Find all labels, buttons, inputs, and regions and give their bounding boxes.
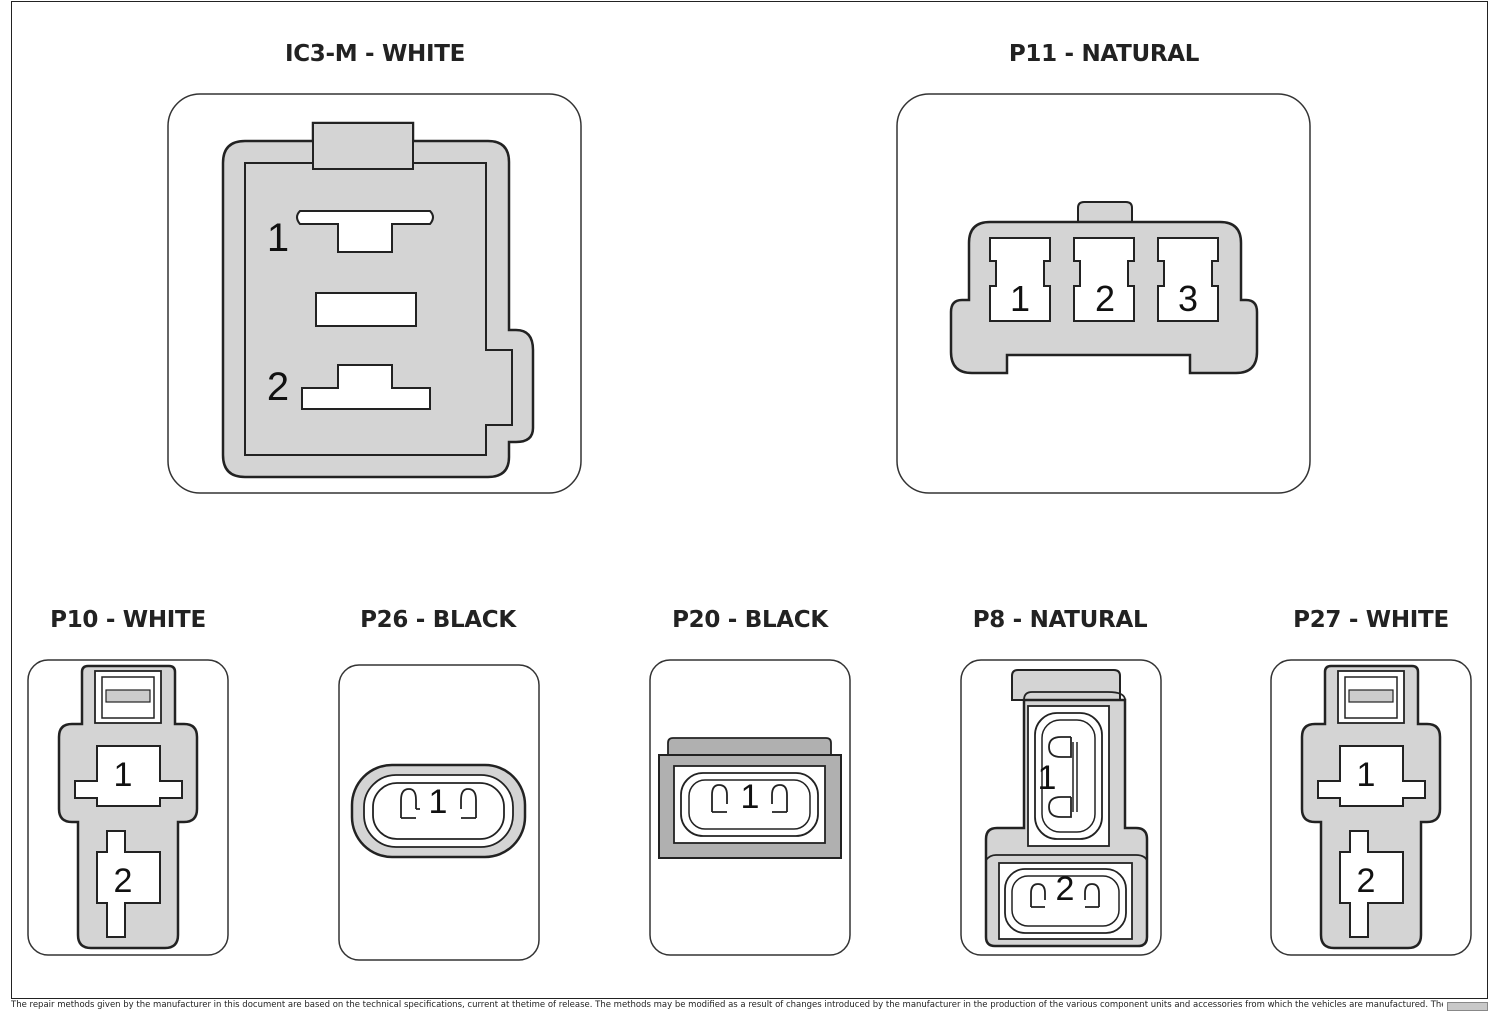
pin-label: 1 xyxy=(741,778,760,816)
pin-label: 1 xyxy=(1357,756,1376,794)
connector-title-p20: P20 - BLACK xyxy=(672,607,828,633)
pin-label: 1 xyxy=(1010,278,1030,319)
pin-label: 2 xyxy=(1357,862,1376,900)
connector-title-p11: P11 - NATURAL xyxy=(1008,41,1200,67)
pin-label: 2 xyxy=(1056,870,1075,908)
pin-label: 2 xyxy=(1095,278,1115,319)
footer-disclaimer: The repair methods given by the manufact… xyxy=(11,1000,1443,1010)
connector-title-p8: P8 - NATURAL xyxy=(972,607,1148,633)
connector-title-p27: P27 - WHITE xyxy=(1293,607,1449,633)
footer-page-block xyxy=(1447,1002,1488,1011)
connector-title-p26: P26 - BLACK xyxy=(360,607,516,633)
pin-label: 1 xyxy=(429,783,448,821)
pin-label: 2 xyxy=(114,862,133,900)
diagram-frame xyxy=(11,1,1488,999)
connector-title-p10: P10 - WHITE xyxy=(50,607,206,633)
pin-label: 1 xyxy=(114,756,133,794)
pin-label: 2 xyxy=(267,365,289,409)
pin-label: 3 xyxy=(1178,278,1198,319)
pin-label: 1 xyxy=(267,216,289,260)
connector-title-ic3m: IC3-M - WHITE xyxy=(284,41,466,67)
pin-label: 1 xyxy=(1038,759,1057,797)
